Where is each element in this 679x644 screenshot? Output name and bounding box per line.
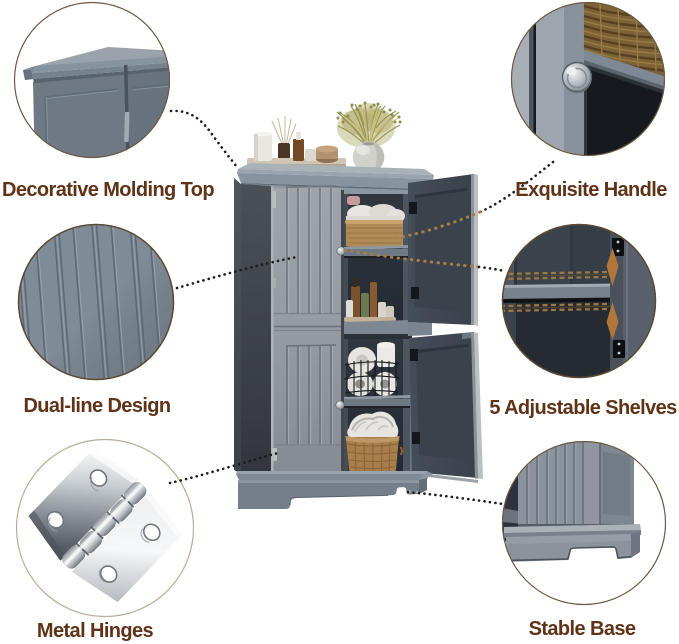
svg-text:Decorative Molding Top: Decorative Molding Top — [2, 179, 214, 201]
svg-text:5 Adjustable Shelves: 5 Adjustable Shelves — [489, 397, 677, 419]
svg-text:Exquisite Handle: Exquisite Handle — [515, 179, 667, 201]
svg-text:Dual-line Design: Dual-line Design — [23, 395, 170, 417]
svg-text:Metal Hinges: Metal Hinges — [37, 620, 154, 642]
svg-text:Stable Base: Stable Base — [529, 618, 636, 640]
